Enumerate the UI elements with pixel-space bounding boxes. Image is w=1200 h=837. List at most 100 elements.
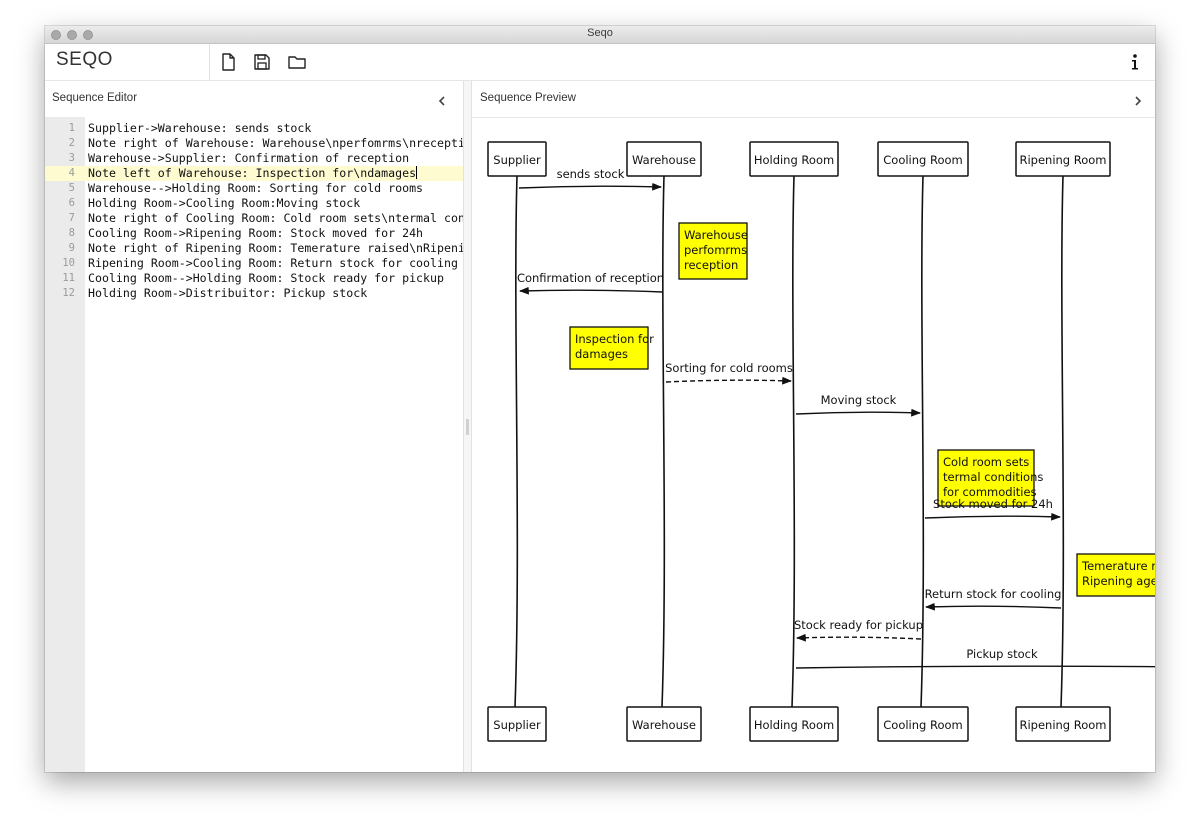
note-text: termal conditions — [943, 470, 1043, 484]
code-line[interactable]: 9 Note right of Ripening Room: Temerature… — [45, 241, 463, 256]
message-label: Sorting for cold rooms — [665, 361, 793, 375]
toolbar-divider — [209, 44, 210, 80]
open-folder-icon — [288, 56, 306, 69]
message-arrow — [925, 602, 1062, 611]
info-icon — [1132, 54, 1138, 70]
line-text: Holding Room->Distribuitor: Pickup stock — [88, 286, 368, 300]
participant-box[interactable] — [749, 141, 839, 177]
line-number: 4 — [68, 167, 75, 179]
chevron-right-icon — [1135, 96, 1142, 106]
save-button[interactable] — [251, 51, 273, 73]
participant-label-bottom: Supplier — [493, 718, 541, 732]
line-number: 7 — [68, 212, 75, 224]
toolbar: SEQO — [45, 44, 1155, 81]
note-text: perfomrms — [684, 243, 747, 257]
line-number: 9 — [68, 242, 75, 254]
line-number: 12 — [62, 287, 75, 299]
info-button[interactable] — [1125, 51, 1145, 73]
message-label: Confirmation of reception — [517, 271, 664, 285]
message-arrow — [665, 376, 792, 385]
message-arrow — [518, 182, 662, 191]
code-line[interactable]: 6 Holding Room->Cooling Room:Moving stock — [45, 196, 463, 211]
expand-preview-button[interactable] — [1131, 93, 1145, 107]
participant-box[interactable] — [626, 706, 702, 742]
open-button[interactable] — [286, 51, 308, 73]
close-window-button[interactable] — [51, 30, 61, 40]
splitter-grip[interactable] — [466, 419, 469, 435]
code-line[interactable]: 2 Note right of Warehouse: Warehouse\nper… — [45, 136, 463, 151]
code-line[interactable]: 4 Note left of Warehouse: Inspection for\… — [45, 166, 463, 181]
pane-splitter[interactable] — [464, 81, 472, 772]
line-text: Warehouse->Supplier: Confirmation of rec… — [88, 151, 410, 165]
line-text: Note right of Warehouse: Warehouse\nperf… — [88, 136, 463, 150]
participant-label-top: Warehouse — [632, 153, 696, 167]
zoom-window-button[interactable] — [83, 30, 93, 40]
participant-box[interactable] — [749, 706, 839, 742]
line-text: Cooling Room->Ripening Room: Stock moved… — [88, 226, 424, 240]
message-label: Pickup stock — [966, 647, 1038, 661]
new-file-button[interactable] — [217, 51, 239, 73]
line-number: 3 — [68, 152, 75, 164]
participant-box[interactable] — [877, 141, 969, 177]
lifeline — [1060, 175, 1065, 708]
title-bar: Seqo — [45, 26, 1155, 44]
lifeline — [661, 175, 666, 708]
message-arrow — [796, 633, 922, 642]
line-text: Note left of Warehouse: Inspection for\n… — [88, 166, 418, 180]
participant-box[interactable] — [877, 706, 969, 742]
note-text: Inspection for — [575, 332, 654, 346]
note-text: Temerature r — [1081, 559, 1155, 573]
message-label: Stock ready for pickup — [794, 618, 923, 632]
line-text: Note right of Cooling Room: Cold room se… — [88, 211, 463, 225]
lifeline — [514, 175, 519, 708]
participant-label-top: Supplier — [493, 153, 541, 167]
code-line[interactable]: 12 Holding Room->Distribuitor: Pickup sto… — [45, 286, 463, 301]
note-box — [937, 449, 1035, 507]
participant-box[interactable] — [487, 706, 547, 742]
editor-header: Sequence Editor — [45, 81, 463, 117]
line-text: Note right of Ripening Room: Temerature … — [88, 241, 463, 255]
line-number: 10 — [62, 257, 75, 269]
window-title: Seqo — [587, 27, 613, 39]
minimize-window-button[interactable] — [67, 30, 77, 40]
participant-box[interactable] — [1015, 141, 1111, 177]
participant-box[interactable] — [1015, 706, 1111, 742]
preview-header: Sequence Preview — [472, 81, 1155, 118]
note-box — [678, 222, 748, 280]
code-line[interactable]: 7 Note right of Cooling Room: Cold room s… — [45, 211, 463, 226]
code-line[interactable]: 8 Cooling Room->Ripening Room: Stock move… — [45, 226, 463, 241]
line-number: 8 — [68, 227, 75, 239]
message-label: Return stock for cooling — [925, 587, 1062, 601]
note-text: Warehouse — [684, 228, 748, 242]
line-number: 6 — [68, 197, 75, 209]
note-box — [569, 326, 649, 370]
preview-title: Sequence Preview — [480, 92, 576, 104]
note-text: for commodities — [943, 485, 1037, 499]
participant-label-top: Ripening Room — [1019, 153, 1106, 167]
participant-label-bottom: Cooling Room — [883, 718, 962, 732]
note-text: damages — [575, 347, 628, 361]
line-number: 2 — [68, 137, 75, 149]
line-text: Supplier->Warehouse: sends stock — [88, 121, 312, 135]
collapse-editor-button[interactable] — [435, 93, 449, 107]
participant-label-bottom: Warehouse — [632, 718, 696, 732]
text-cursor — [416, 166, 418, 179]
participant-box[interactable] — [626, 141, 702, 177]
app-brand: SEQO — [56, 49, 113, 70]
participant-box[interactable] — [487, 141, 547, 177]
participant-label-top: Holding Room — [754, 153, 834, 167]
line-text: Holding Room->Cooling Room:Moving stock — [88, 196, 361, 210]
editor-title: Sequence Editor — [52, 92, 138, 104]
app-window: Seqo SEQO — [45, 26, 1155, 772]
message-label: Moving stock — [821, 393, 897, 407]
line-text: Warehouse-->Holding Room: Sorting for co… — [88, 181, 424, 195]
code-line[interactable]: 3 Warehouse->Supplier: Confirmation of re… — [45, 151, 463, 166]
